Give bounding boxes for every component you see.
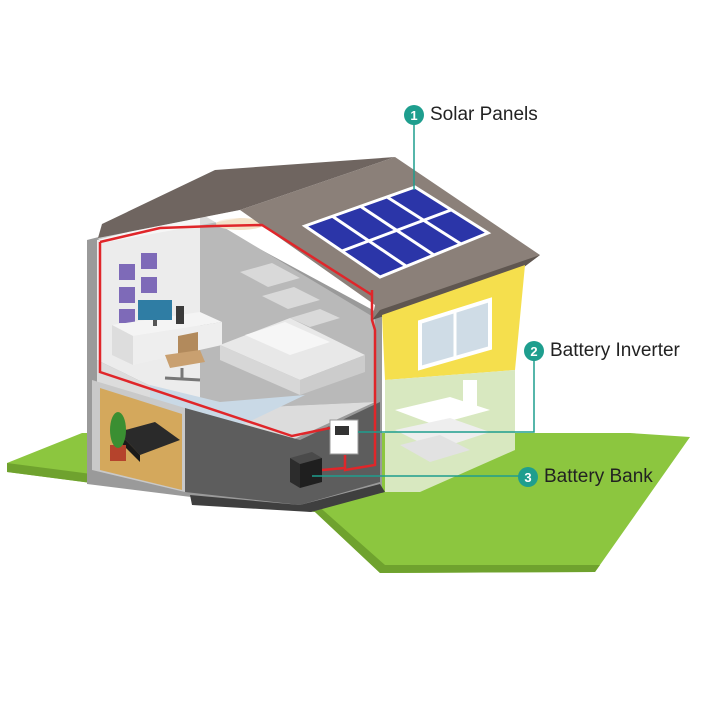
callout-battery-bank: 3 Battery Bank xyxy=(518,466,653,488)
office-chair xyxy=(164,332,205,382)
ceiling-light xyxy=(216,218,264,230)
callout-number-badge: 2 xyxy=(524,341,544,361)
callout-leader-lines xyxy=(312,122,535,477)
callout-label: Battery Bank xyxy=(544,466,653,487)
house-right-wall xyxy=(382,265,525,380)
bathroom-right xyxy=(395,380,490,462)
callout-label: Solar Panels xyxy=(430,104,538,125)
electrical-wiring xyxy=(98,223,377,472)
battery-bank-device xyxy=(290,452,322,488)
battery-inverter-device xyxy=(329,419,359,455)
upstairs-sofa xyxy=(220,318,365,395)
wall-shelves xyxy=(240,263,340,327)
callout-label: Battery Inverter xyxy=(550,340,680,361)
living-room-left xyxy=(100,388,182,490)
callout-battery-inverter: 2 Battery Inverter xyxy=(524,340,680,362)
desk xyxy=(112,300,222,365)
callout-solar-panels: 1 Solar Panels xyxy=(404,104,538,126)
solar-panel-array xyxy=(301,185,492,279)
wall-picture-frames xyxy=(119,253,157,323)
callout-number-badge: 3 xyxy=(518,467,538,487)
callout-number-badge: 1 xyxy=(404,105,424,125)
